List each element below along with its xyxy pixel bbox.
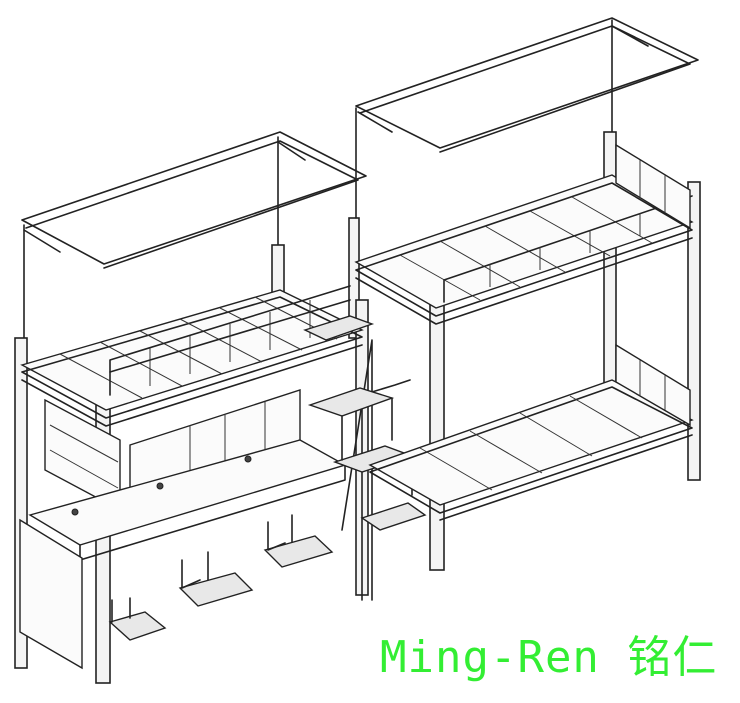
right-side-post	[687, 181, 701, 481]
stair-step-top	[303, 315, 375, 341]
left-canopy-frame	[21, 131, 367, 341]
desk-shelving	[44, 389, 301, 512]
brand-watermark: Ming-Ren 铭仁	[380, 632, 718, 683]
bunk-bed-unit	[354, 17, 701, 571]
loft-bed-desk-unit	[14, 131, 369, 684]
desk-chairs	[108, 514, 334, 641]
right-front-post	[429, 271, 445, 571]
upper-bunk	[354, 143, 694, 325]
stair-step-1	[307, 387, 395, 417]
lower-bunk	[368, 343, 694, 521]
stair-step-3	[360, 502, 427, 531]
desk-side-panel	[19, 518, 83, 670]
left-guard-rail	[109, 285, 351, 396]
right-canopy-frame	[355, 17, 699, 219]
